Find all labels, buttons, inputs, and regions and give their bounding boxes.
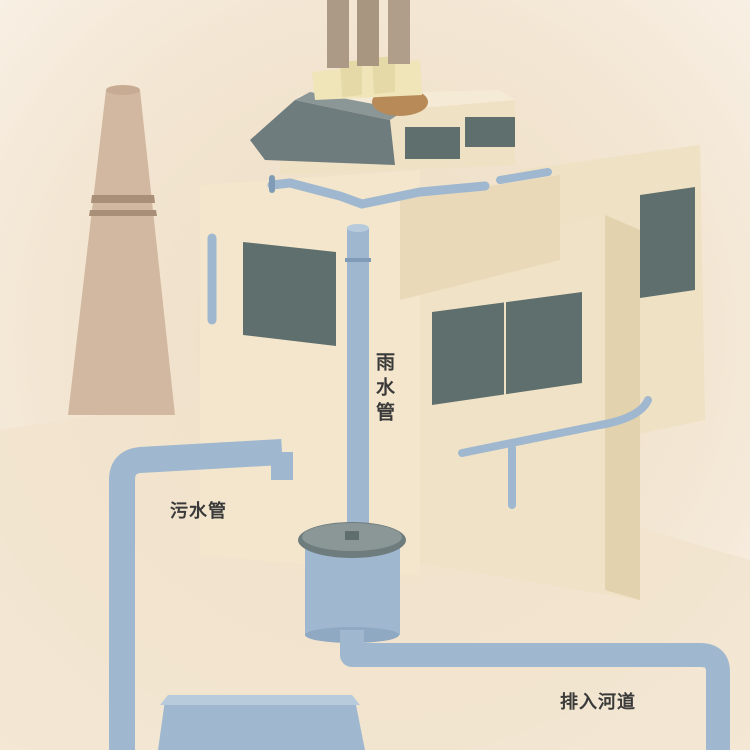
window	[243, 242, 336, 346]
wall-pipe	[458, 396, 652, 509]
smokestack	[388, 0, 410, 64]
window	[432, 292, 582, 405]
window	[640, 187, 695, 298]
river-outlet-label: 排入河道	[560, 692, 636, 713]
rain-pipe-label: 雨水管	[373, 352, 395, 427]
river-outlet-pipe	[340, 630, 730, 750]
sewage-pipe	[109, 439, 293, 750]
roof-window	[465, 117, 515, 147]
roof-gutter-pipes	[207, 168, 552, 325]
manhole-well	[298, 522, 406, 643]
bottom-tank	[158, 695, 365, 750]
sewage-pipe-label: 污水管	[170, 501, 227, 522]
smokestack	[357, 0, 379, 66]
roof-window	[405, 127, 460, 159]
smokestack	[327, 0, 349, 68]
rain-pipe	[345, 224, 371, 528]
background-chimney	[68, 85, 175, 415]
